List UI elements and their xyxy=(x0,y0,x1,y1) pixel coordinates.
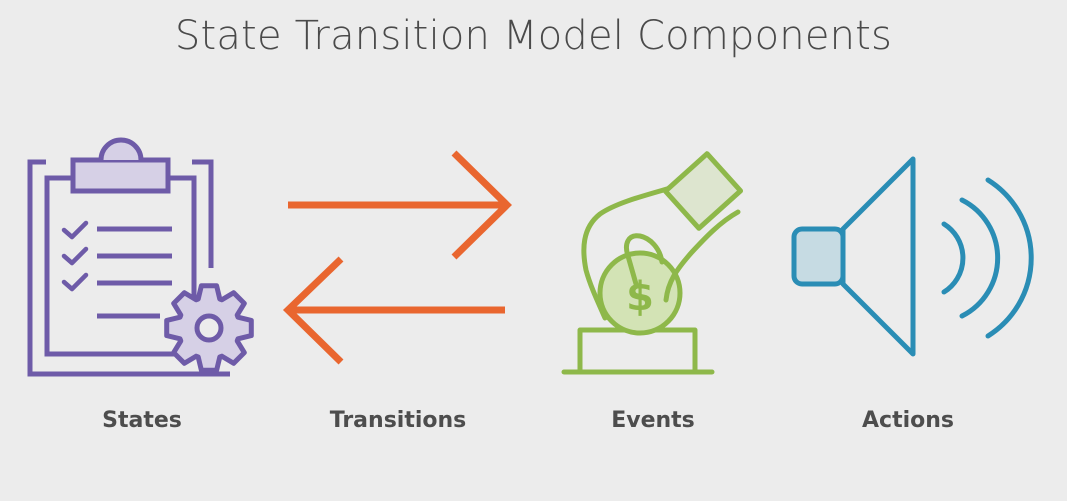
transitions-label: Transitions xyxy=(329,408,467,433)
hand-palm xyxy=(663,209,741,303)
check-icon xyxy=(61,220,89,240)
dollar-sign-icon: $ xyxy=(626,274,654,320)
gear-hole xyxy=(194,313,224,343)
bidirectional-arrows-icon xyxy=(282,150,512,365)
check-icon xyxy=(61,246,89,266)
page-title: State Transition Model Components xyxy=(174,13,893,59)
sleeve-cuff xyxy=(662,151,744,231)
check-icon xyxy=(61,272,89,292)
arrow-right-head xyxy=(451,150,512,260)
clipboard-back-edge xyxy=(192,159,214,268)
sound-wave-large xyxy=(985,177,1034,339)
states-label: States xyxy=(102,408,182,433)
coin-slot-base xyxy=(577,327,698,375)
gear-icon xyxy=(164,283,254,373)
clipboard-clip-top xyxy=(98,137,144,161)
hand-back xyxy=(581,179,693,321)
coin xyxy=(597,250,683,336)
clipboard-clip xyxy=(70,157,171,194)
speaker-icon xyxy=(791,156,1034,357)
hand-finger xyxy=(624,233,665,287)
speaker-cone xyxy=(840,156,916,357)
events-label: Events xyxy=(611,408,695,433)
actions-label: Actions xyxy=(862,408,954,433)
clipboard-back-outline xyxy=(27,159,230,377)
arrow-left-head xyxy=(282,256,344,365)
clipboard-gear-icon xyxy=(27,137,254,377)
sound-wave-small xyxy=(941,221,966,295)
speaker-body xyxy=(791,226,846,287)
hand-coin-icon: $ xyxy=(561,151,744,375)
sound-wave-medium xyxy=(959,197,1001,319)
